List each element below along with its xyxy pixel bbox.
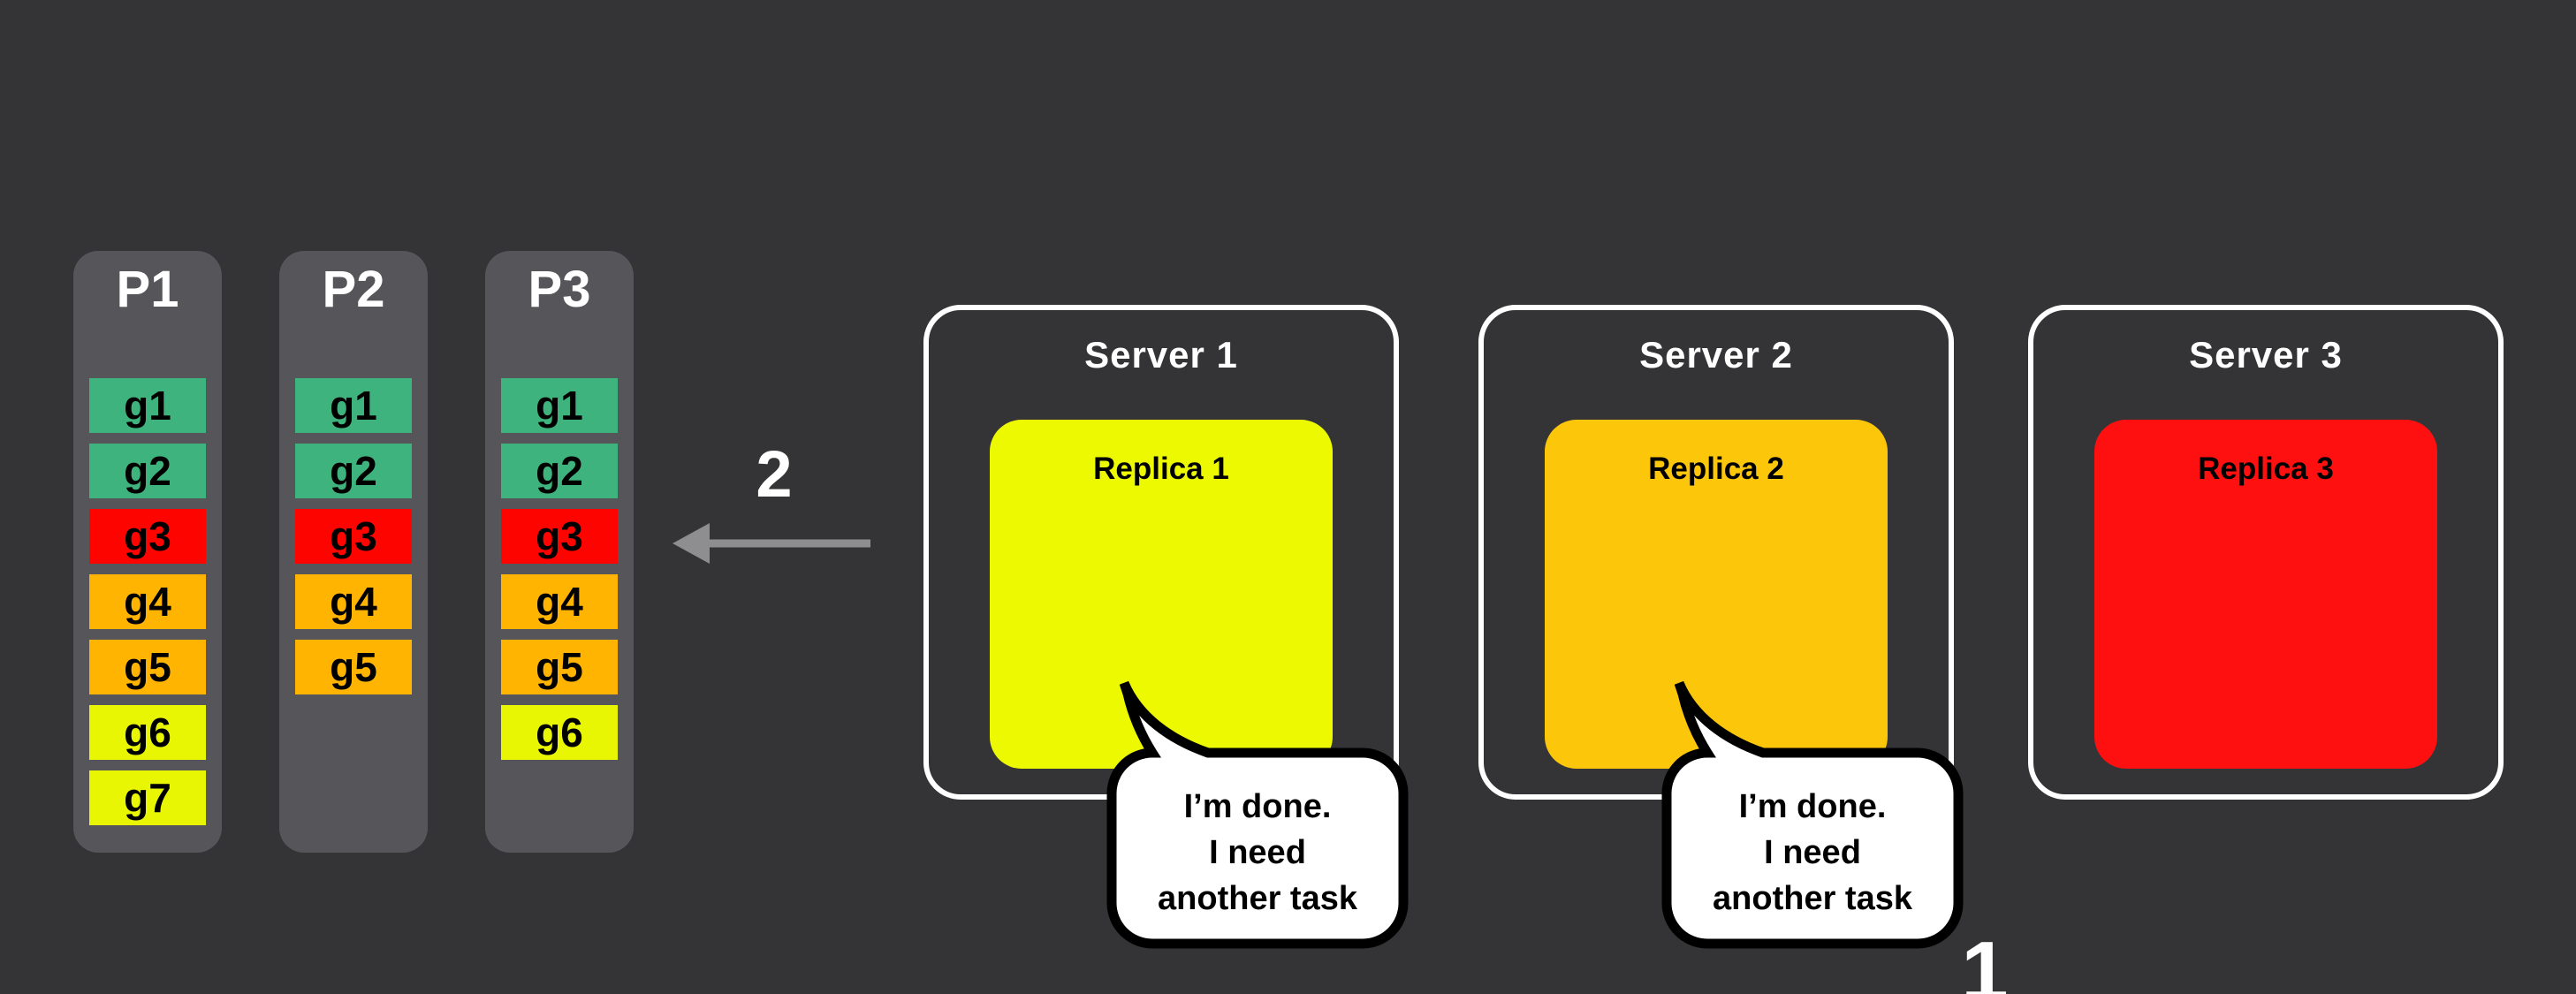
task-g4: g4 (89, 574, 206, 629)
server-title: Server 1 (1084, 334, 1238, 376)
task-stack: g1 g2 g3 g4 g5 g6 g7 (89, 378, 206, 825)
task-stack: g1 g2 g3 g4 g5 (295, 378, 412, 694)
task-g1: g1 (89, 378, 206, 433)
speech-bubble: I’m done. I need another task (1087, 632, 1423, 954)
partition-title: P3 (528, 261, 591, 318)
task-g1: g1 (295, 378, 412, 433)
speech-bubble-shape (1661, 680, 1964, 949)
server-title: Server 2 (1639, 334, 1793, 376)
bubble-line: I need (1209, 834, 1306, 871)
replica-label: Replica 3 (2198, 451, 2334, 486)
task-g5: g5 (89, 640, 206, 694)
replica-box-3: Replica 3 (2094, 420, 2437, 769)
bubble-line: another task (1713, 880, 1912, 917)
task-g2: g2 (501, 444, 618, 498)
bubble-line: I’m done. (1183, 788, 1332, 825)
partition-p1: P1 g1 g2 g3 g4 g5 g6 g7 (73, 251, 222, 853)
task-stack: g1 g2 g3 g4 g5 g6 (501, 378, 618, 760)
left-arrow-icon (672, 523, 870, 564)
task-g2: g2 (89, 444, 206, 498)
replica-label: Replica 1 (1093, 451, 1229, 486)
partition-title: P1 (116, 261, 179, 318)
partition-p2: P2 g1 g2 g3 g4 g5 (279, 251, 428, 853)
bubble-line: I’m done. (1738, 788, 1887, 825)
arrow-shaft (706, 539, 870, 548)
server-box-1: Server 1 Replica 1 I’m done. I need another … (923, 305, 1409, 949)
server-box-3: Server 3 Replica 3 (2028, 305, 2504, 800)
task-g7: g7 (89, 770, 206, 825)
speech-bubble-text: I’m done. I need another task (1112, 753, 1403, 944)
replica-box-2: Replica 2 (1545, 420, 1888, 769)
task-g6: g6 (501, 705, 618, 760)
task-g4: g4 (295, 574, 412, 629)
speech-bubble-shape (1106, 680, 1409, 949)
replica-label: Replica 2 (1648, 451, 1784, 486)
replica-box-1: Replica 1 (990, 420, 1333, 769)
speech-bubble-outline (1661, 680, 1964, 949)
step-2-label: 2 (756, 437, 793, 511)
task-g1: g1 (501, 378, 618, 433)
task-g3: g3 (501, 509, 618, 564)
speech-bubble: I’m done. I need another task (1642, 632, 1978, 954)
speech-bubble-outline (1106, 680, 1409, 949)
task-g4: g4 (501, 574, 618, 629)
server-title: Server 3 (2189, 334, 2343, 376)
task-g5: g5 (501, 640, 618, 694)
bubble-line: I need (1764, 834, 1861, 871)
task-g3: g3 (295, 509, 412, 564)
partition-title: P2 (322, 261, 385, 318)
partition-p3: P3 g1 g2 g3 g4 g5 g6 (485, 251, 634, 853)
task-g2: g2 (295, 444, 412, 498)
bubble-line: another task (1158, 880, 1357, 917)
speech-bubble-text: I’m done. I need another task (1667, 753, 1958, 944)
step-1-label: 1 (1961, 924, 2009, 994)
arrow-head (672, 523, 710, 564)
task-g3: g3 (89, 509, 206, 564)
server-box-2: Server 2 Replica 2 I’m done. I need another … (1478, 305, 1964, 949)
task-g5: g5 (295, 640, 412, 694)
task-g6: g6 (89, 705, 206, 760)
